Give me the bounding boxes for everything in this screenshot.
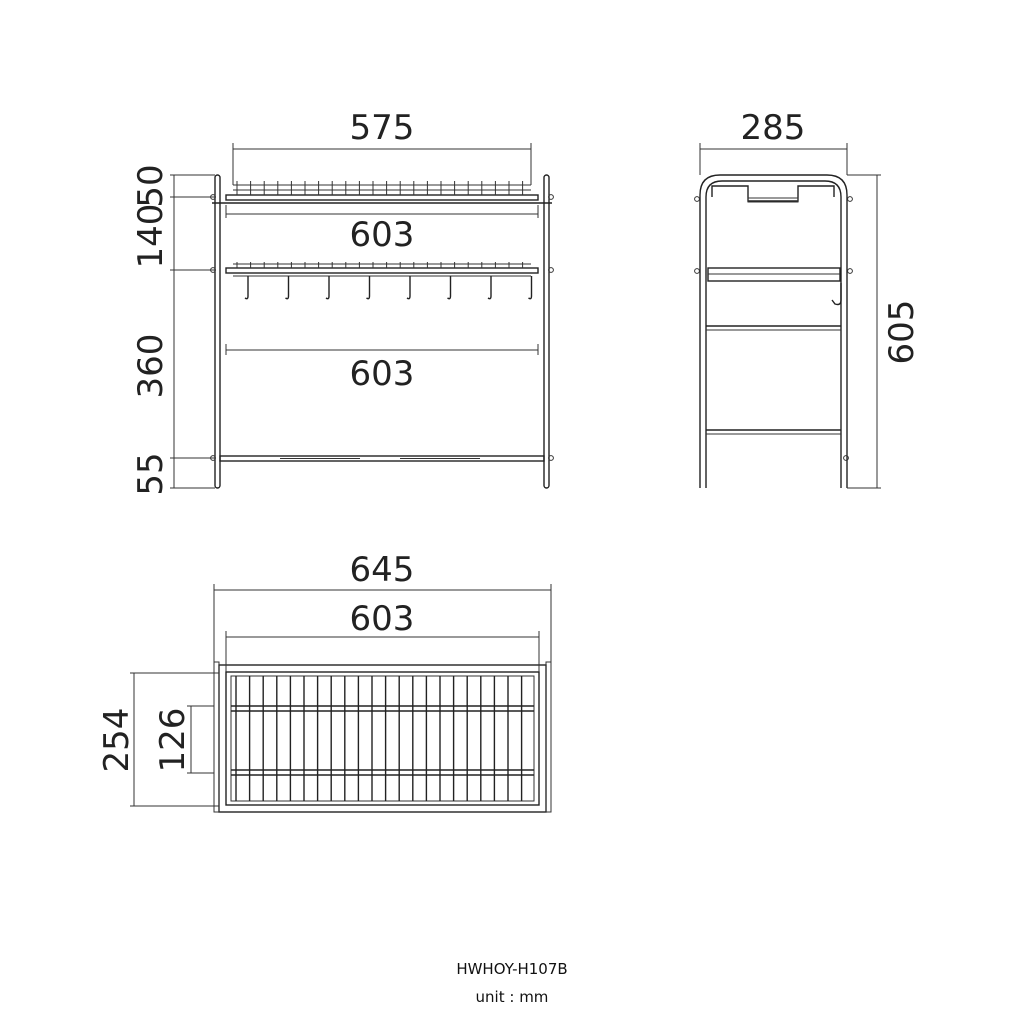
dim-top-254: 254 <box>97 708 137 773</box>
dim-line-575 <box>232 143 532 185</box>
model-number: HWHOY-H107B <box>456 960 568 978</box>
unit-label: unit : mm <box>475 988 549 1006</box>
front-posts <box>214 174 550 489</box>
top-outer-frame <box>218 664 547 813</box>
dim-line-603-top-view <box>225 631 540 672</box>
front-view: 575 603 603 50 140 360 55 <box>131 108 554 496</box>
dim-front-575: 575 <box>350 108 415 148</box>
dim-front-55: 55 <box>131 452 171 495</box>
dim-front-603-top: 603 <box>350 215 415 255</box>
dim-line-285 <box>699 143 848 175</box>
dim-front-603-middle: 603 <box>350 354 415 394</box>
dim-side-285: 285 <box>741 108 806 148</box>
dim-front-360: 360 <box>131 334 171 399</box>
top-inner-frame <box>225 671 540 806</box>
dim-line-254 <box>130 672 219 807</box>
dim-line-645 <box>213 584 552 662</box>
side-frame-outer <box>699 174 848 488</box>
dim-top-603: 603 <box>350 599 415 639</box>
dim-chain-left <box>170 174 215 489</box>
dim-line-603-middle <box>225 344 539 355</box>
dim-side-605: 605 <box>882 300 922 365</box>
side-view: 285 605 <box>694 108 922 489</box>
dim-line-603-top <box>225 205 539 218</box>
dim-top-645: 645 <box>350 550 415 590</box>
front-middle-rack <box>210 262 554 300</box>
dim-front-50: 50 <box>131 164 171 207</box>
dim-line-126 <box>187 705 214 774</box>
side-frame-inner <box>705 180 842 488</box>
dim-line-605 <box>847 174 881 489</box>
dim-top-126: 126 <box>153 708 193 773</box>
top-view: 645 603 254 126 <box>97 550 552 813</box>
dim-front-140: 140 <box>131 204 171 269</box>
front-bottom-bar <box>210 455 554 462</box>
front-top-rack <box>210 181 554 204</box>
